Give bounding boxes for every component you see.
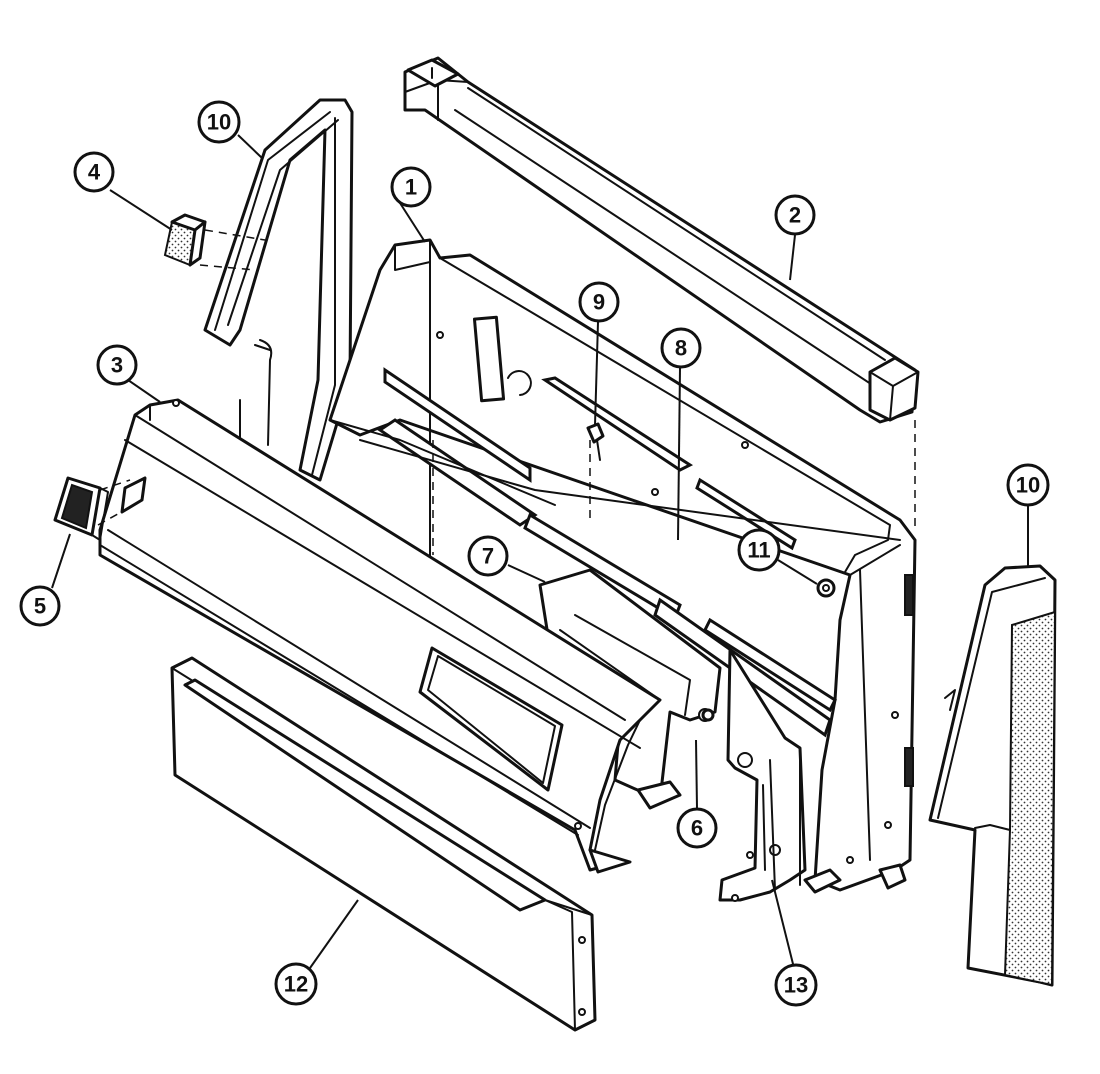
- callout-6: 6: [676, 807, 718, 849]
- front-control-panel-part: [98, 398, 662, 874]
- callout-10-left-label: 10: [207, 110, 231, 135]
- indicator-light-part: [163, 213, 266, 271]
- right-side-trim-part: [928, 564, 1057, 987]
- callout-9-label: 9: [593, 290, 605, 315]
- callout-8: 8: [660, 327, 702, 369]
- callout-6-label: 6: [691, 816, 703, 841]
- callout-4-label: 4: [88, 160, 101, 185]
- callout-12: 12: [274, 962, 318, 1006]
- rocker-switch-part: [53, 476, 131, 541]
- callout-11: 11: [737, 528, 781, 572]
- callout-1-label: 1: [405, 175, 417, 200]
- callout-2-label: 2: [789, 203, 801, 228]
- callout-11-label: 11: [747, 538, 770, 563]
- hinge-bracket-part: [718, 648, 807, 902]
- callout-10-right-label: 10: [1016, 473, 1040, 498]
- callout-10-left: 10: [197, 100, 241, 144]
- callout-3-label: 3: [111, 353, 123, 378]
- callout-5-label: 5: [34, 594, 46, 619]
- lower-trim-panel-part: [170, 656, 597, 1032]
- callout-5: 5: [19, 585, 61, 627]
- callout-7-label: 7: [482, 544, 494, 569]
- screw-small-part: [701, 708, 715, 722]
- callout-13: 13: [774, 963, 818, 1007]
- callout-10-right: 10: [1006, 463, 1050, 507]
- callout-3: 3: [96, 344, 138, 386]
- callout-8-label: 8: [675, 336, 687, 361]
- left-side-trim-part: [203, 98, 354, 482]
- callout-1: 1: [390, 166, 432, 208]
- leader-lines: [51, 134, 1029, 969]
- callout-9: 9: [578, 281, 620, 323]
- callout-12-label: 12: [284, 972, 308, 997]
- callout-7: 7: [467, 535, 509, 577]
- alignment-lines: [432, 420, 916, 555]
- callout-2: 2: [774, 194, 816, 236]
- top-rail-part: [403, 56, 920, 424]
- hole-plug-part: [816, 578, 836, 598]
- callout-13-label: 13: [784, 973, 808, 998]
- callout-4: 4: [73, 151, 115, 193]
- screw-part: [586, 422, 605, 461]
